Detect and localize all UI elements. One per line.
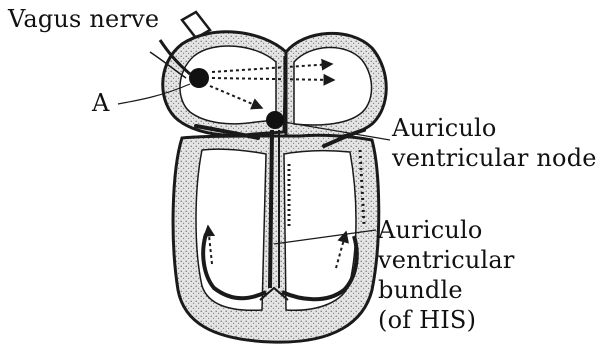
av-node-line-1: Auriculo [392,113,597,143]
av-bundle-line-4: (of HIS) [378,305,515,335]
right-atrium-chamber [294,47,372,125]
av-node [266,111,284,129]
av-bundle-label: Auriculo ventricular bundle (of HIS) [378,215,515,335]
av-bundle-line-3: bundle [378,275,515,305]
av-bundle-line-2: ventricular [378,245,515,275]
av-node-label: Auriculo ventricular node [392,113,597,173]
vagus-nerve-label: Vagus nerve [8,4,159,34]
left-ventricle-chamber [196,149,266,310]
vagus-nerve-text: Vagus nerve [8,5,159,33]
sa-node [189,68,209,88]
av-node-line-2: ventricular node [392,143,597,173]
a-text: A [92,89,110,117]
a-label: A [92,88,110,118]
his-bundle-left-branch [270,130,272,288]
av-bundle-line-1: Auriculo [378,215,515,245]
